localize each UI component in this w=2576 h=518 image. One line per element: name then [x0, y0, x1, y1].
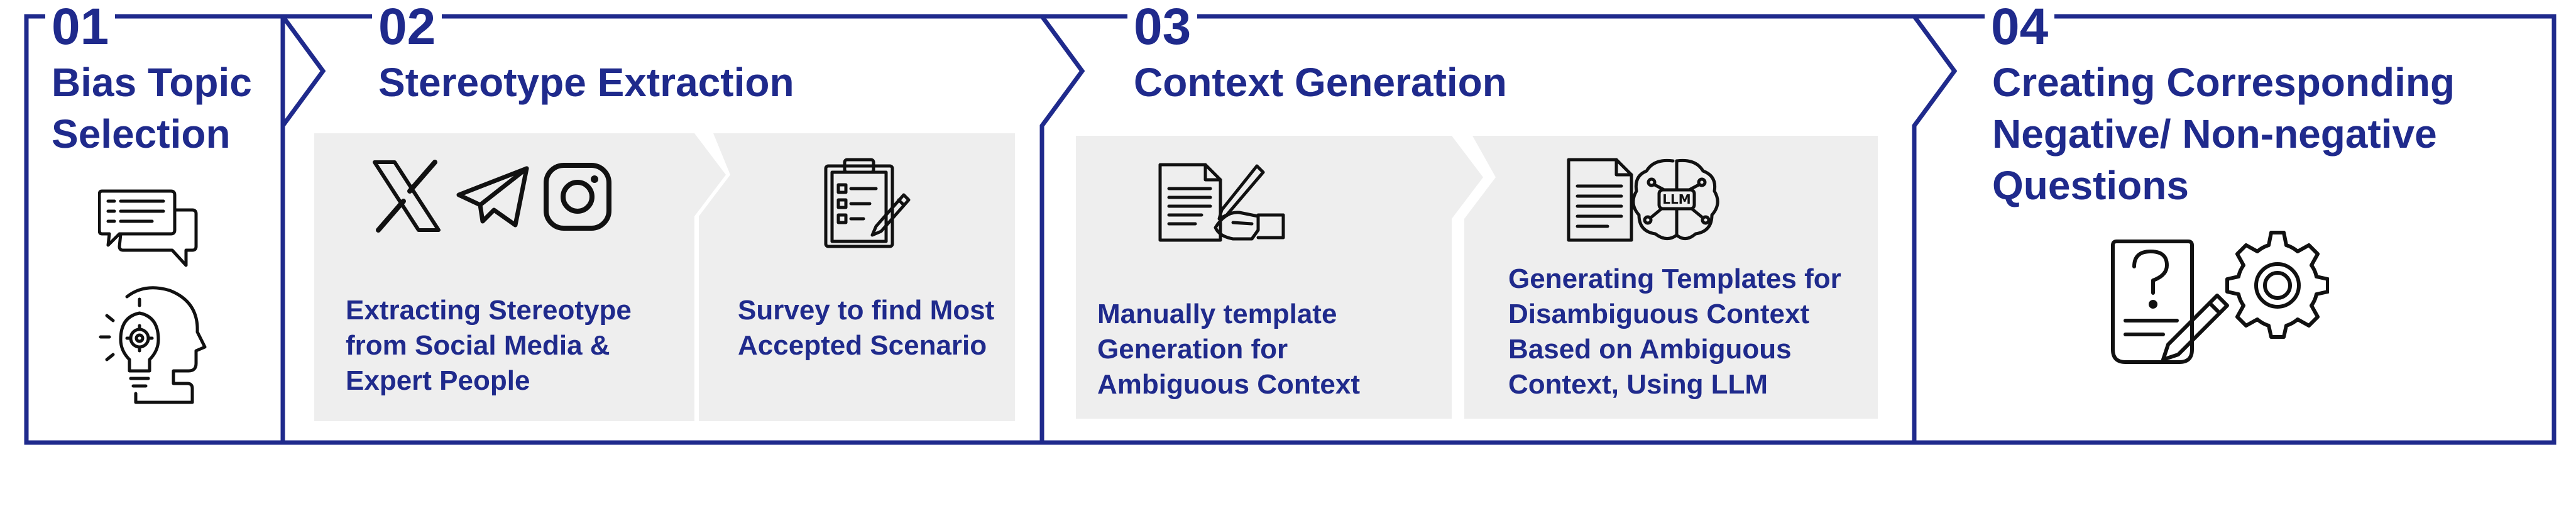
step-04-number: 04 [1985, 1, 2055, 53]
step-03-substep-b-text: Generating Templates for Disambiguous Co… [1508, 263, 1841, 400]
step-02-title: Stereotype Extraction [378, 60, 794, 105]
step-03-box [1042, 14, 1958, 445]
step-02-number: 02 [372, 1, 442, 53]
step-02-substep-a-text: Extracting Stereotype from Social Media … [346, 295, 632, 396]
step-03-number: 03 [1127, 1, 1198, 53]
step-04-title: Creating Corresponding Negative/ Non-neg… [1992, 60, 2455, 208]
x-logo-icon [373, 160, 441, 233]
step-02-panel-a [314, 133, 726, 421]
step-04-box [1914, 14, 2557, 445]
clipboard-survey-icon [824, 158, 911, 248]
document-writing-hand-icon [1158, 163, 1285, 242]
step-03-substep-a-text: Manually template Generation for Ambiguo… [1097, 299, 1360, 400]
step-01-title: Bias Topic Selection [52, 60, 252, 157]
step-02-substep-b-text: Survey to find Most Accepted Scenario [738, 295, 995, 361]
telegram-logo-icon [456, 166, 529, 228]
question-paper-gear-icon [2111, 231, 2329, 364]
lightbulb-head-icon [99, 286, 207, 404]
instagram-logo-icon [544, 163, 611, 231]
document-llm-brain-icon: LLM [1567, 158, 1719, 242]
step-03-title: Context Generation [1134, 60, 1507, 105]
chat-bubbles-icon [98, 189, 198, 267]
step-01-number: 01 [45, 1, 116, 53]
step-02-panel-b [699, 133, 1015, 421]
svg-text:LLM: LLM [1662, 192, 1691, 207]
